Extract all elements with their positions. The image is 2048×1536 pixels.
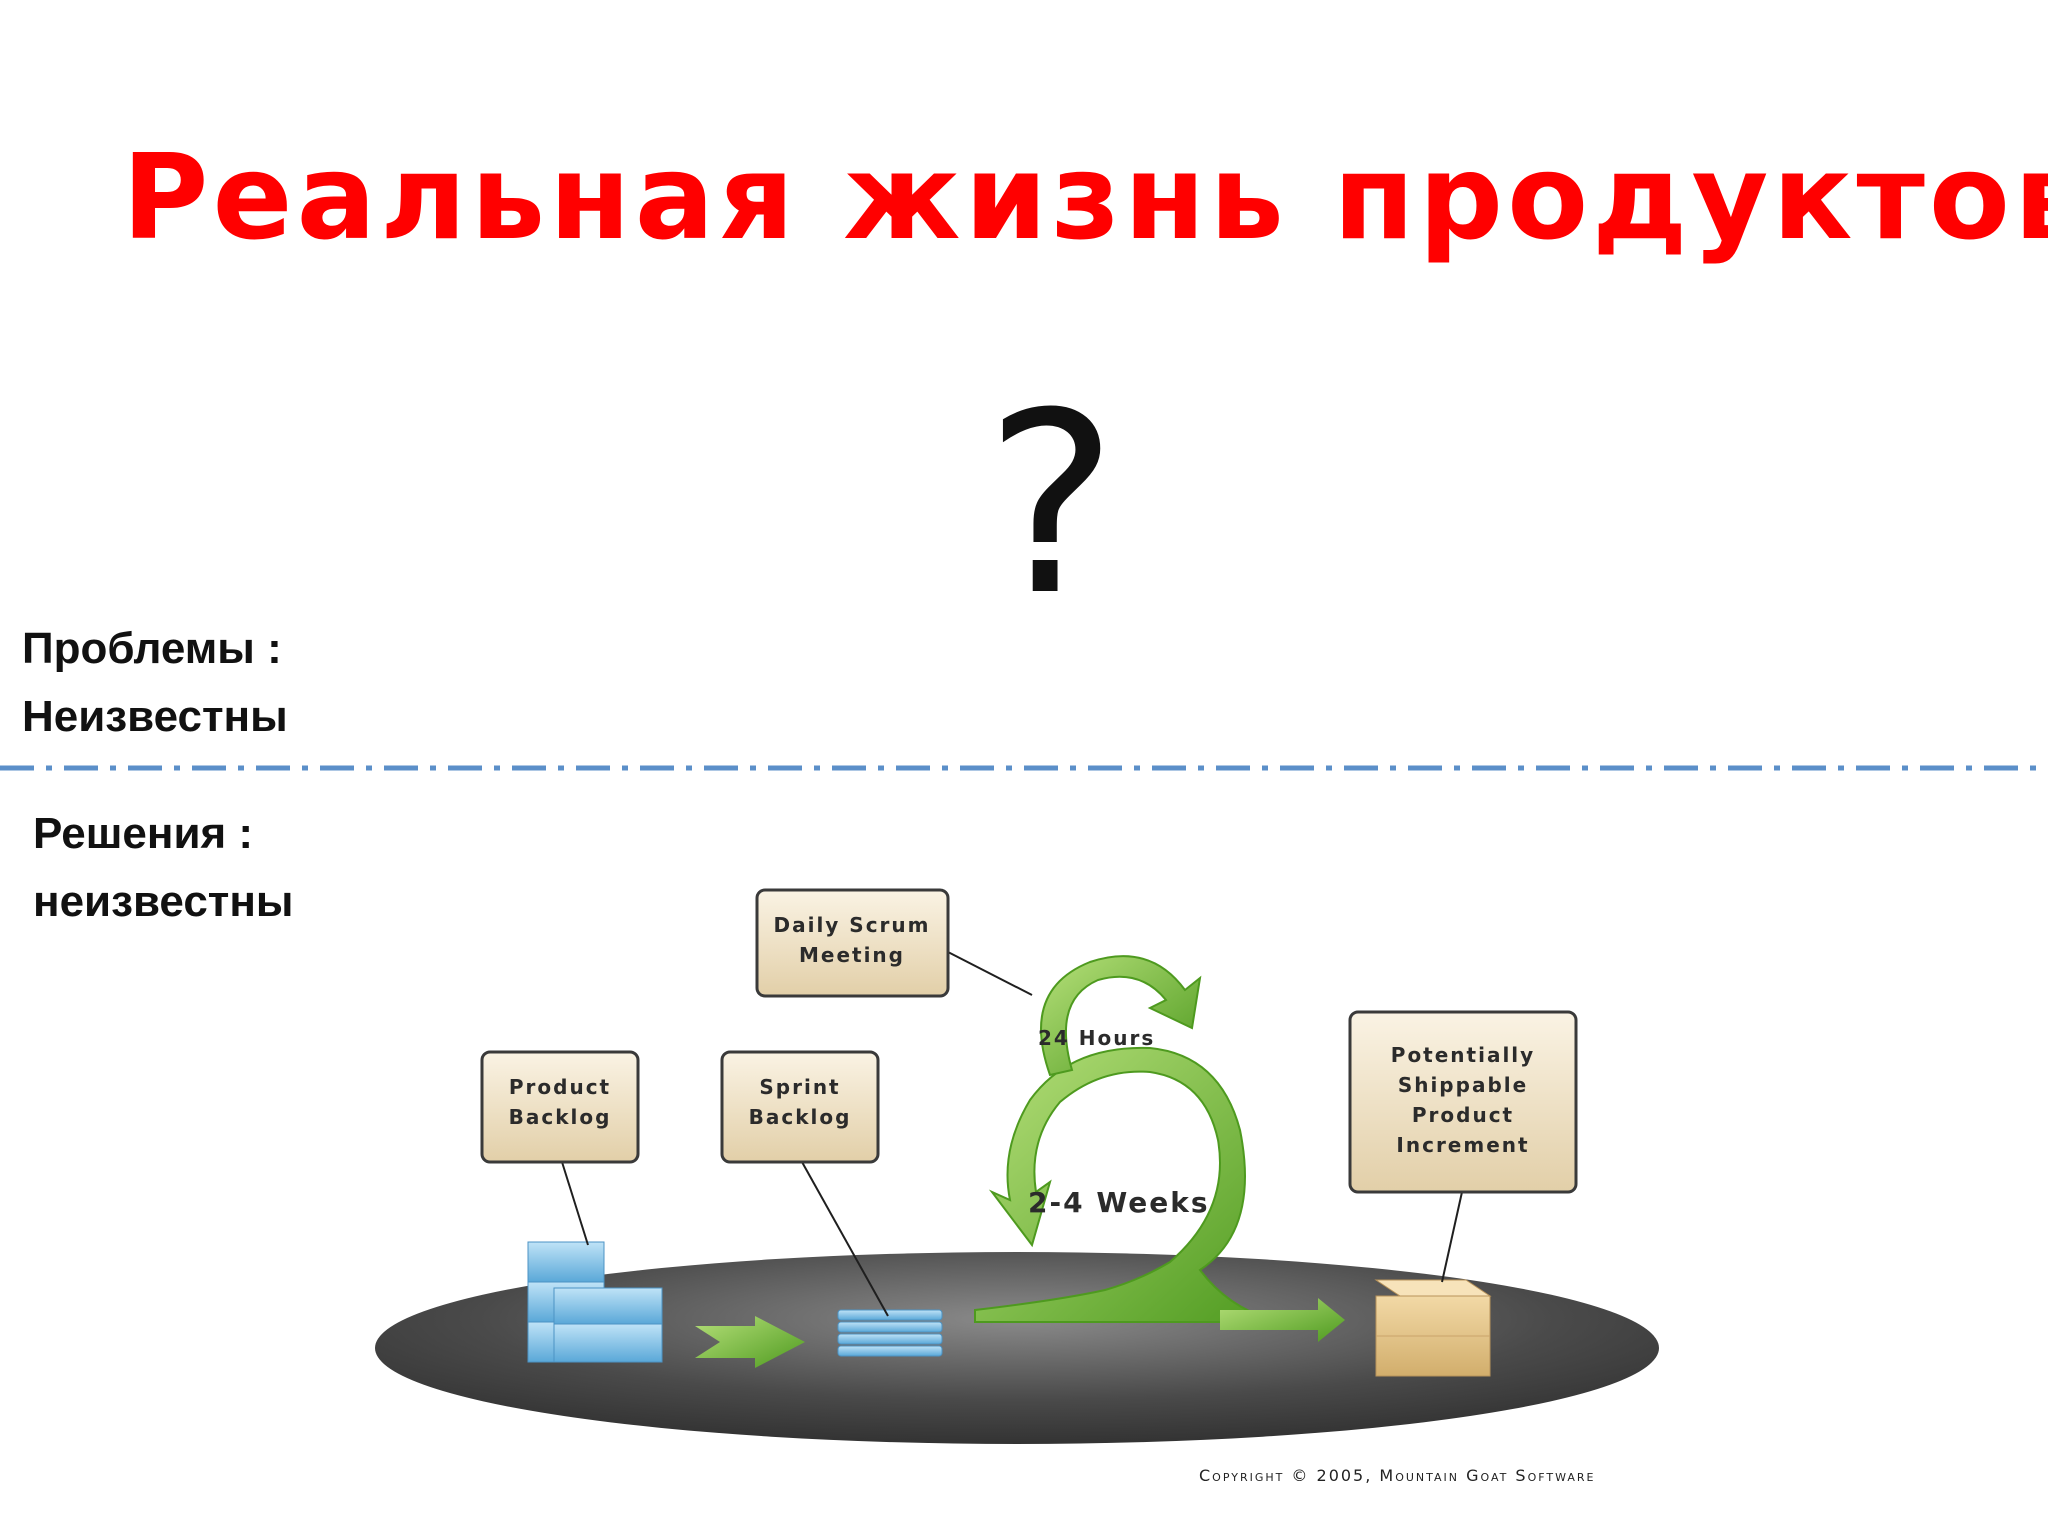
problems-label: Проблемы : Неизвестны (22, 615, 288, 751)
solutions-heading: Решения : (33, 809, 254, 858)
increment-box: Potentially Shippable Product Increment (1348, 1010, 1578, 1194)
weeks-label: 2-4 Weeks (1028, 1186, 1210, 1219)
daily-scrum-line2: Meeting (799, 943, 905, 967)
question-mark: ? (985, 359, 1118, 650)
product-backlog-line1: Product (509, 1075, 611, 1099)
product-backlog-box: Product Backlog (480, 1050, 640, 1164)
product-backlog-line2: Backlog (509, 1105, 612, 1129)
sprint-backlog-box: Sprint Backlog (720, 1050, 880, 1164)
scrum-diagram: Product Backlog Sprint Backlog Daily Scr… (375, 888, 1659, 1444)
sprint-backlog-stack (837, 1309, 943, 1357)
problems-value: Неизвестны (22, 692, 288, 741)
daily-scrum-box: Daily Scrum Meeting (755, 888, 950, 998)
sprint-exit-arrow (1220, 1298, 1345, 1342)
slide-title: Реальная жизнь продуктов (122, 128, 2048, 266)
section-divider (0, 765, 2048, 771)
daily-scrum-line1: Daily Scrum (773, 913, 930, 937)
shippable-crate (1374, 1279, 1492, 1377)
product-backlog-stack (527, 1241, 663, 1363)
daily-loop-arrow (1040, 955, 1202, 1077)
sprint-backlog-line2: Backlog (749, 1105, 852, 1129)
increment-line4: Increment (1396, 1133, 1529, 1157)
callout-line-product (561, 1161, 589, 1246)
increment-line1: Potentially (1391, 1043, 1535, 1067)
callout-line-daily (947, 951, 1033, 996)
backlog-arrow (695, 1316, 805, 1368)
increment-line3: Product (1412, 1103, 1514, 1127)
platform-disc (375, 1252, 1659, 1444)
callout-line-sprint (801, 1161, 889, 1317)
increment-line2: Shippable (1398, 1073, 1528, 1097)
sprint-loop-arrow (974, 1046, 1281, 1323)
solutions-label: Решения : неизвестны (33, 800, 294, 936)
problems-heading: Проблемы : (22, 624, 282, 673)
hours-label: 24 Hours (1038, 1026, 1155, 1050)
callout-line-increment (1441, 1191, 1463, 1283)
sprint-backlog-line1: Sprint (759, 1075, 840, 1099)
copyright-text: Copyright © 2005, Mountain Goat Software (1199, 1466, 1596, 1485)
solutions-value: неизвестны (33, 877, 294, 926)
